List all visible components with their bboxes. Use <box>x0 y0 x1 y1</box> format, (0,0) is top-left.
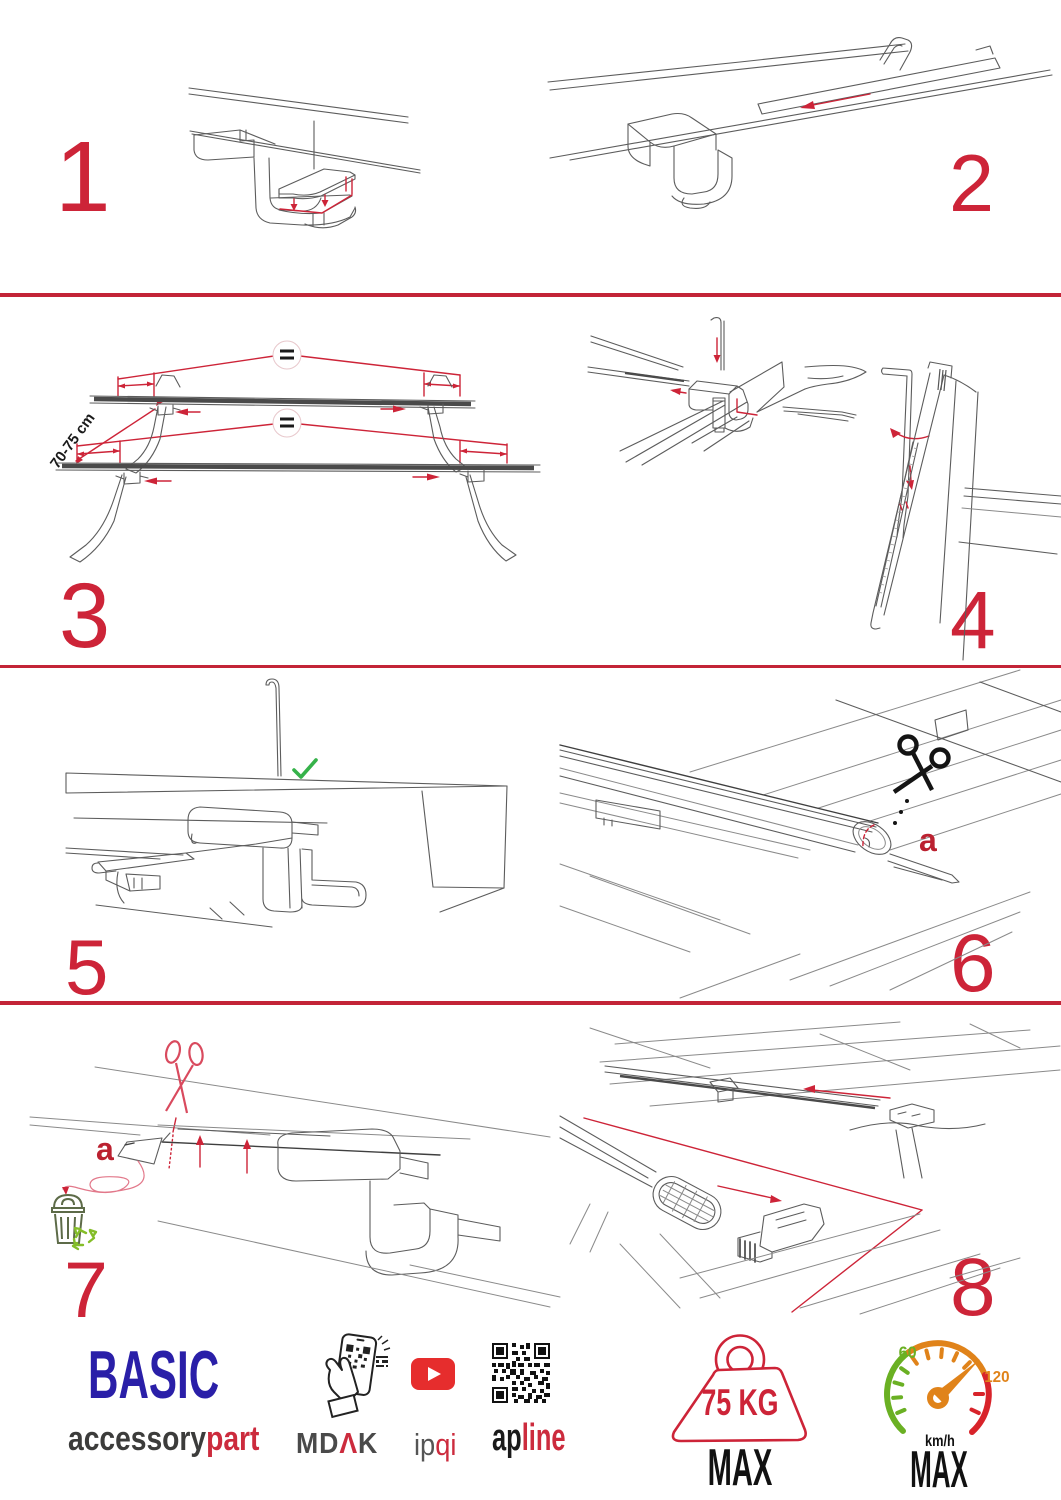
svg-text:a: a <box>96 1131 114 1167</box>
svg-text:a: a <box>919 822 937 858</box>
svg-text:60: 60 <box>899 1343 917 1362</box>
svg-text:120: 120 <box>984 1369 1010 1386</box>
